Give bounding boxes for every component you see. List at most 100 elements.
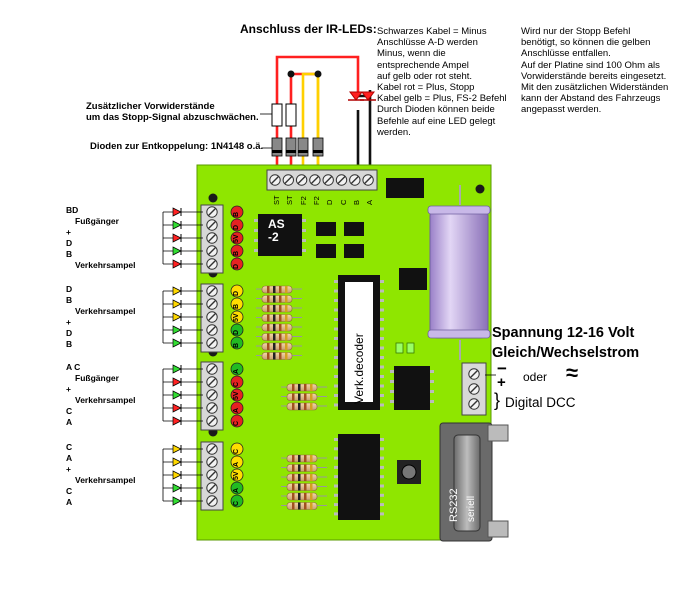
resistor-band	[285, 305, 288, 312]
chip-pin	[334, 356, 338, 359]
resistor-band	[285, 314, 288, 322]
side-label: +	[66, 317, 71, 327]
screw-slot	[470, 400, 478, 408]
pin-marker	[230, 244, 244, 258]
pin-label: 5V	[233, 391, 240, 400]
chip-pin	[390, 390, 394, 393]
db9-connector-icon	[439, 422, 509, 542]
ir-text-right: Wird nur der Stopp Befehl benötigt, so k…	[521, 26, 669, 116]
chip-pin	[380, 394, 384, 397]
chip-pin	[254, 219, 258, 222]
chip-pin	[380, 289, 384, 293]
resistor-band	[310, 493, 313, 500]
resistor-band	[292, 483, 295, 491]
led-icon	[172, 403, 182, 413]
pin-marker	[230, 362, 244, 376]
terminal-label: A	[365, 199, 375, 205]
decoder-chip	[334, 275, 384, 410]
chip-pin	[334, 318, 338, 321]
chip-pin	[380, 475, 384, 479]
resistor-band	[273, 295, 276, 303]
chip-pin	[380, 318, 384, 321]
resistor-band	[304, 493, 307, 500]
pin-marker	[230, 205, 244, 219]
ir-title: Anschluss der IR-LEDs:	[240, 22, 377, 36]
resistor-band	[267, 352, 270, 360]
chip-pin	[334, 465, 338, 469]
chip-pin	[334, 384, 338, 388]
screw-slot	[208, 339, 216, 347]
side-label: Verkehrsampel	[75, 475, 136, 485]
side-label: A	[66, 453, 73, 463]
pin-label: B	[233, 342, 240, 348]
pin-marker	[230, 336, 244, 350]
screw-slot	[297, 176, 306, 184]
chip-pin	[334, 394, 338, 397]
led-icon	[172, 364, 182, 374]
resistor-band	[285, 286, 288, 293]
plus-sign: +	[497, 374, 506, 391]
power-line-1: Spannung 12-16 Volt	[492, 325, 635, 341]
resistor-band	[304, 393, 307, 401]
screw-slot	[208, 247, 216, 255]
resistor-band	[298, 483, 301, 491]
pin-marker	[230, 401, 244, 415]
led-icon	[172, 286, 182, 296]
screw-slot	[208, 221, 216, 229]
resistor-band	[304, 403, 307, 410]
side-label: B	[66, 339, 73, 349]
resistor-note: Zusätzlicher Vorwiderstände um das Stopp…	[86, 101, 259, 124]
chip-pin	[380, 299, 384, 302]
resistor-band	[285, 295, 288, 303]
side-label: Fußgänger	[75, 216, 119, 226]
chip-pin	[334, 484, 338, 488]
resistor-band	[298, 493, 301, 500]
pin-label: B	[233, 250, 240, 256]
resistor-band	[279, 352, 282, 360]
screw-slot	[310, 176, 319, 184]
screw-slot	[208, 365, 216, 373]
chip-pin	[380, 327, 384, 331]
screw-slot	[208, 458, 216, 466]
status-led	[406, 342, 415, 354]
chip-pin	[380, 337, 384, 340]
side-label: BD	[66, 205, 79, 215]
chip-pin	[334, 438, 338, 441]
screw-slot	[208, 471, 216, 479]
oder-text: oder	[523, 370, 548, 384]
led-icon	[172, 377, 182, 387]
resistor-band	[279, 314, 282, 322]
jumper-block	[386, 178, 424, 198]
resistor-band	[273, 286, 276, 293]
pin-marker	[230, 468, 244, 482]
led-icon	[172, 457, 182, 467]
pin-label: C	[233, 420, 240, 426]
chip-pin	[334, 337, 338, 340]
side-label: B	[66, 295, 73, 305]
chip-pin	[302, 239, 306, 242]
status-led	[395, 342, 404, 354]
screw-slot	[350, 176, 359, 184]
resistor-band	[279, 286, 282, 293]
resistor-icon	[271, 103, 297, 127]
chip-pin	[380, 512, 384, 516]
led-icon	[172, 470, 182, 480]
minus-sign: −	[497, 359, 507, 378]
side-label: D	[66, 238, 73, 248]
chip-pin	[302, 249, 306, 252]
side-label: C	[66, 442, 73, 452]
resistor-band	[298, 455, 301, 462]
pin-label: A	[233, 487, 240, 493]
chip-pin	[334, 447, 338, 451]
resistor-band	[298, 464, 301, 472]
pin-label: 5V	[233, 234, 240, 243]
screw-slot	[208, 260, 216, 268]
led-icon	[172, 496, 182, 506]
resistor-band	[279, 324, 282, 331]
led-icon	[172, 220, 182, 230]
chip-pin	[380, 465, 384, 469]
screw-slot	[324, 176, 333, 184]
brace: }	[494, 390, 501, 410]
resistor-band	[298, 502, 301, 510]
